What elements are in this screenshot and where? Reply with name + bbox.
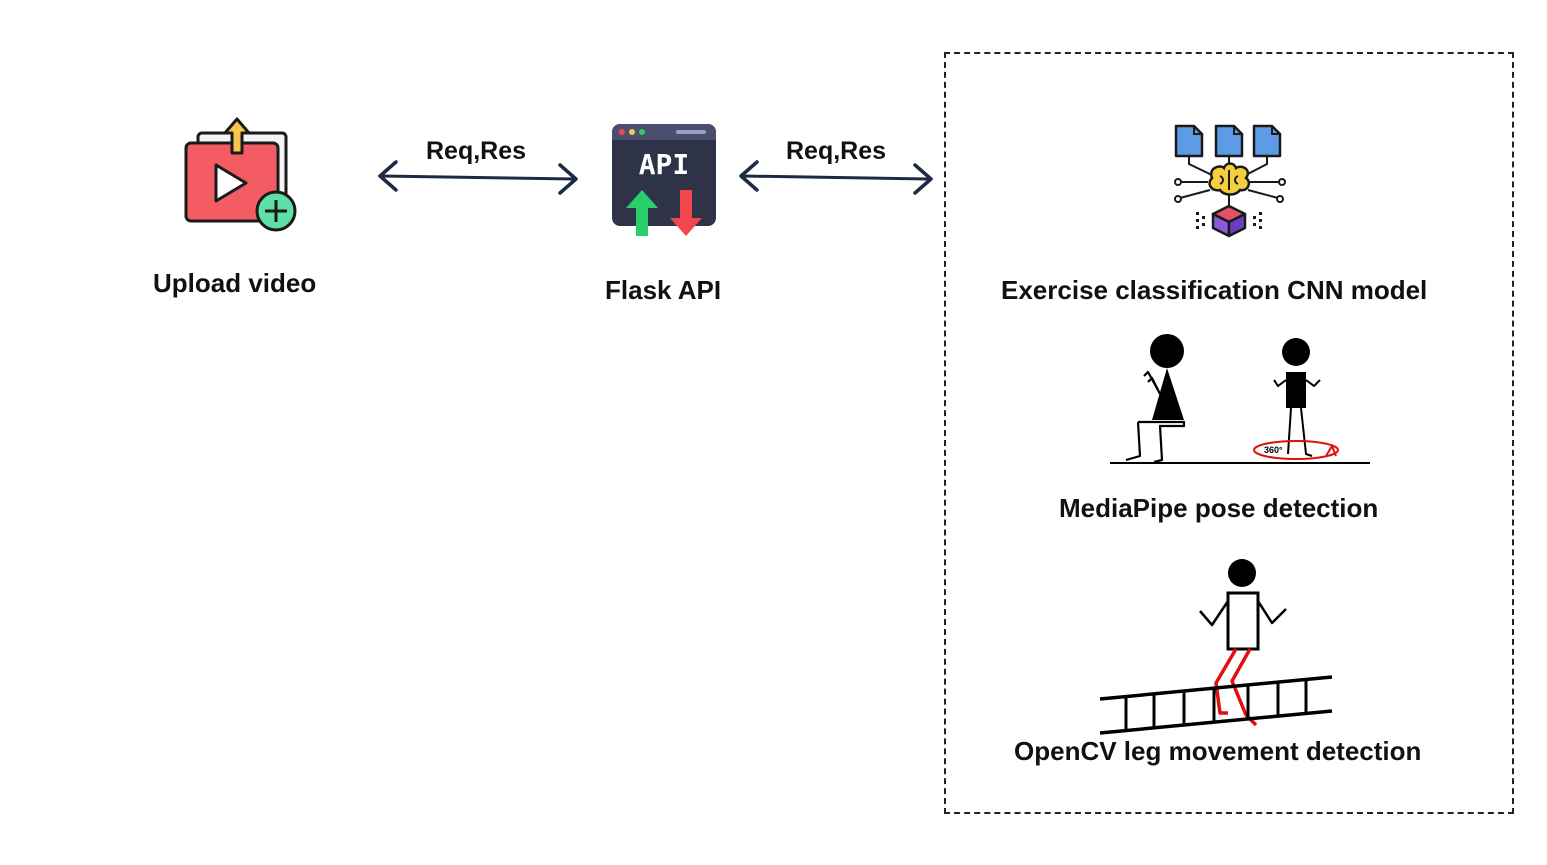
opencv-label: OpenCV leg movement detection [1014, 736, 1422, 766]
edge-label-api-backend: Req,Res [786, 137, 887, 165]
edge-label-upload-api: Req,Res [426, 137, 527, 165]
api-window-icon: API [612, 124, 716, 236]
pose-figures-icon: 360° [1110, 334, 1370, 464]
bidirectional-arrow-upload-api [378, 160, 578, 195]
flask-api-label: Flask API [605, 275, 722, 305]
ladder-figure-icon [1099, 559, 1333, 735]
backend-group-container [944, 52, 1514, 814]
ai-brain-model-icon [1174, 124, 1286, 238]
api-icon-text: API [639, 148, 690, 181]
mediapipe-label: MediaPipe pose detection [1059, 493, 1379, 523]
upload-video-label: Upload video [153, 268, 317, 298]
bidirectional-arrow-api-backend [739, 160, 933, 195]
rotation-badge-text: 360° [1264, 445, 1283, 455]
video-upload-icon [184, 117, 297, 232]
cnn-model-label: Exercise classification CNN model [1001, 275, 1428, 305]
